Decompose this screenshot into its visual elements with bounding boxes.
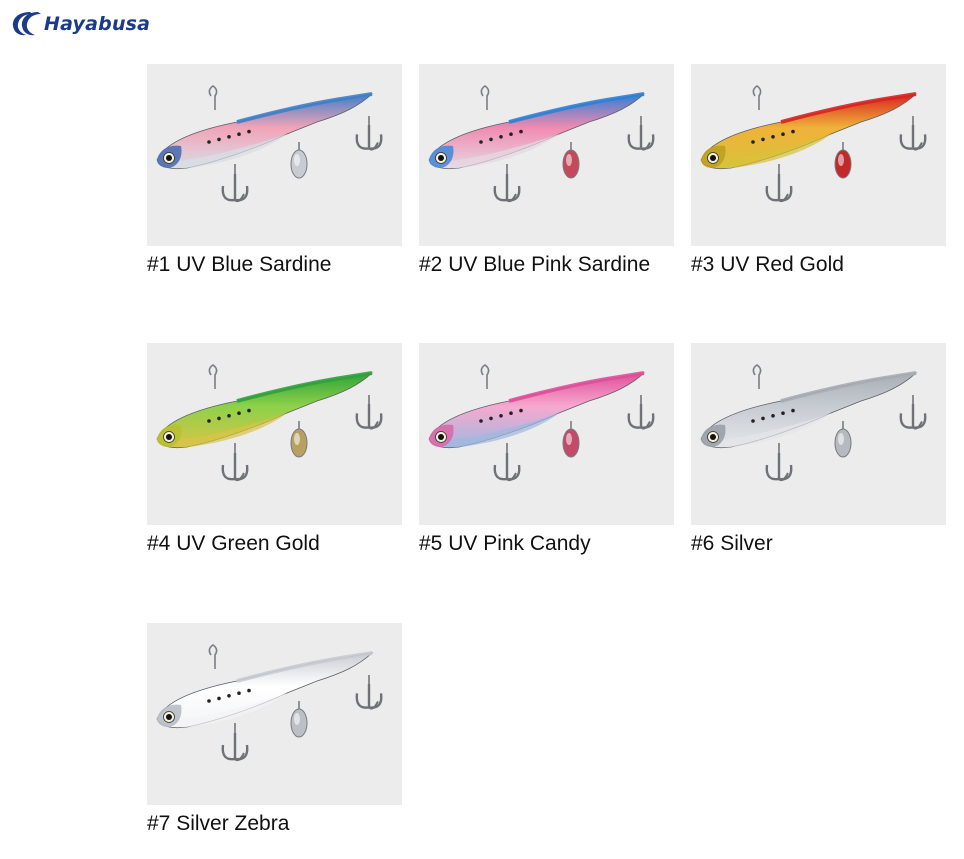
product-card-7[interactable]: #7 Silver Zebra [147,623,402,836]
lure-illustration [428,364,655,482]
product-photo[interactable] [147,64,402,246]
product-card-1[interactable]: #1 UV Blue Sardine [147,64,402,277]
product-label: #3 UV Red Gold [691,253,844,276]
product-label: #7 Silver Zebra [147,812,290,835]
lure-illustration [156,364,383,482]
product-card-6[interactable]: #6 Silver [691,343,946,556]
product-photo[interactable] [419,343,674,525]
product-card-5[interactable]: #5 UV Pink Candy [419,343,674,556]
lure-illustration [156,85,383,203]
hayabusa-wave-logo-icon [12,12,41,36]
product-label: #2 UV Blue Pink Sardine [419,253,651,276]
lure-illustration [700,85,927,203]
product-photo[interactable] [147,343,402,525]
product-label: #6 Silver [691,532,773,555]
product-photo[interactable] [147,623,402,805]
product-label: #1 UV Blue Sardine [147,253,332,276]
brand-logo[interactable]: Hayabusa [10,8,150,40]
product-card-2[interactable]: #2 UV Blue Pink Sardine [419,64,674,277]
lure-illustration [156,644,383,762]
product-photo[interactable] [419,64,674,246]
product-card-4[interactable]: #4 UV Green Gold [147,343,402,556]
product-card-3[interactable]: #3 UV Red Gold [691,64,946,277]
lure-illustration [428,85,655,203]
product-photo[interactable] [691,343,946,525]
product-photo[interactable] [691,64,946,246]
product-label: #5 UV Pink Candy [419,532,591,555]
lure-illustration [700,364,927,482]
product-label: #4 UV Green Gold [147,532,320,555]
brand-name: Hayabusa [44,13,151,35]
